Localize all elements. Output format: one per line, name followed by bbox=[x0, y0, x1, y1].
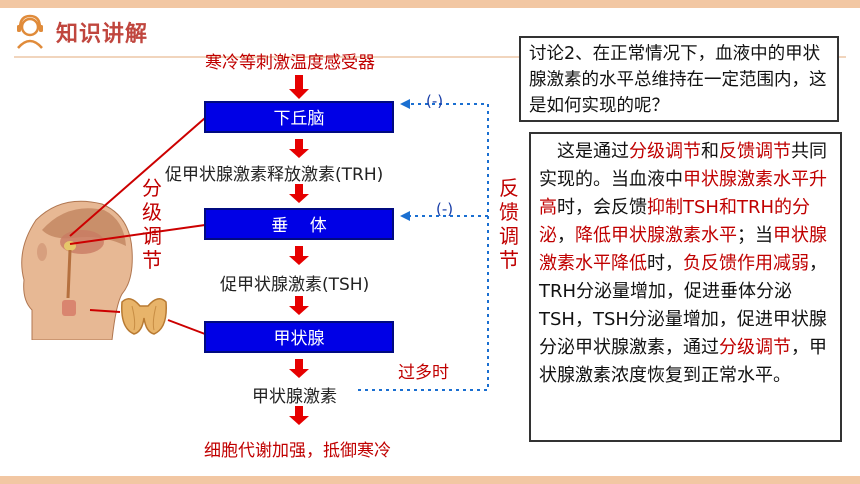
result-label: 细胞代谢加强，抵御寒冷 bbox=[204, 441, 391, 461]
answer-segment: ， bbox=[557, 225, 575, 246]
answer-segment: 这是通过 bbox=[557, 141, 629, 162]
tsh-label: 促甲状腺激素(TSH) bbox=[220, 275, 370, 295]
header-divider bbox=[14, 56, 846, 58]
grading-regulation-label: 分级调节 bbox=[142, 176, 162, 272]
negative-feedback-hypothalamus: (-) bbox=[426, 92, 444, 110]
answer-box: 这是通过分级调节和反馈调节共同实现的。当血液中甲状腺激素水平升高时，会反馈抑制T… bbox=[529, 132, 842, 442]
bottom-decoration-bar bbox=[0, 476, 860, 484]
answer-highlight: 甲状腺激素水平降低 bbox=[539, 225, 827, 274]
discussion-question-box: 讨论2、在正常情况下，血液中的甲状腺激素的水平总维持在一定范围内，这是如何实现的… bbox=[519, 36, 839, 122]
hypothalamus-box: 下丘脑 bbox=[204, 101, 394, 133]
thyroid-box: 甲状腺 bbox=[204, 321, 394, 353]
answer-highlight: 分级调节 bbox=[629, 141, 701, 162]
answer-segment: 和 bbox=[701, 141, 719, 162]
answer-segment: 时，会反馈 bbox=[557, 197, 647, 218]
excess-label: 过多时 bbox=[398, 363, 449, 383]
pituitary-box: 垂 体 bbox=[204, 208, 394, 240]
discussion-question-text: 讨论2、在正常情况下，血液中的甲状腺激素的水平总维持在一定范围内，这是如何实现的… bbox=[529, 44, 827, 116]
answer-text: 这是通过分级调节和反馈调节共同实现的。当血液中甲状腺激素水平升高时，会反馈抑制T… bbox=[539, 141, 827, 386]
teacher-headset-icon bbox=[17, 14, 43, 49]
trh-label: 促甲状腺激素释放激素(TRH) bbox=[165, 165, 384, 185]
page-title: 知识讲解 bbox=[56, 22, 149, 47]
answer-segment: ，甲状腺激素浓度恢复到正常水平。 bbox=[539, 337, 827, 386]
header: 知识讲解 bbox=[10, 12, 148, 52]
answer-segment: ；当 bbox=[737, 225, 773, 246]
thyroid-hormone-label: 甲状腺激素 bbox=[252, 387, 337, 407]
answer-segment: ，TRH分泌量增加，促进垂体分泌TSH，TSH分泌量增加，促进甲状腺分泌甲状腺激… bbox=[539, 253, 827, 358]
answer-highlight: 反馈调节 bbox=[719, 141, 791, 162]
answer-highlight: 分级调节 bbox=[719, 337, 791, 358]
answer-highlight: 降低甲状腺激素水平 bbox=[575, 225, 737, 246]
answer-segment: 共同实现的。当血液中 bbox=[539, 141, 827, 190]
stimulus-label: 寒冷等刺激温度感受器 bbox=[205, 53, 375, 73]
top-decoration-bar bbox=[0, 0, 860, 8]
answer-highlight: 甲状腺激素水平升高 bbox=[539, 169, 827, 218]
human-head-illustration bbox=[21, 200, 133, 340]
answer-segment: 时， bbox=[647, 253, 683, 274]
negative-feedback-pituitary: (-) bbox=[436, 200, 454, 218]
answer-highlight: 负反馈作用减弱 bbox=[683, 253, 809, 274]
thyroid-gland-illustration bbox=[121, 298, 167, 335]
feedback-regulation-label: 反馈调节 bbox=[499, 176, 519, 272]
answer-highlight: 抑制TSH和TRH的分泌 bbox=[539, 197, 810, 246]
